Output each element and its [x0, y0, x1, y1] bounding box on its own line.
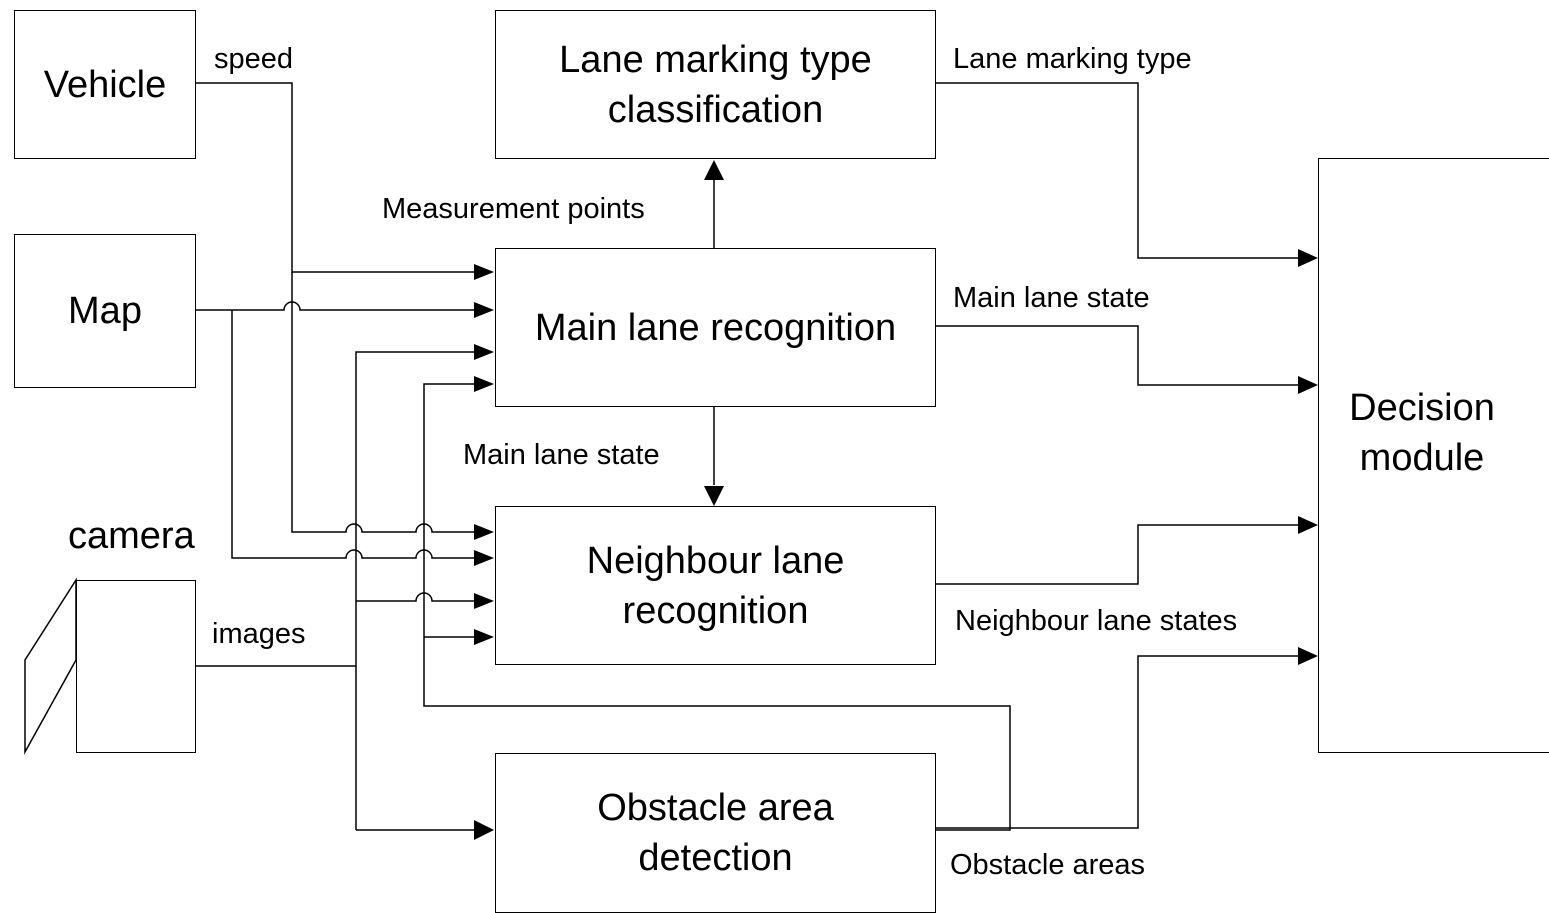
obstacle-area-detection-block: Obstacle area detection	[495, 753, 936, 913]
main-lane-recognition-label: Main lane recognition	[534, 306, 897, 349]
main-lane-state-out-label: Main lane state	[953, 282, 1150, 314]
arrowhead-decision-3	[1298, 516, 1318, 534]
images-to-neighbour	[356, 592, 474, 602]
arrowhead-speed-main	[474, 264, 494, 280]
main-lane-state-out-wire	[935, 325, 1298, 386]
arrowhead-images-main	[474, 344, 494, 360]
lane-marking-type-wire	[935, 82, 1298, 259]
lane-marking-classification-block: Lane marking type classification	[495, 10, 936, 159]
lane-marking-classification-label: Lane marking type classification	[559, 38, 872, 131]
decision-module-block: Decision module	[1318, 158, 1549, 753]
arrowhead-images-neighbour	[474, 593, 494, 609]
obstacle-areas-label: Obstacle areas	[950, 849, 1146, 881]
main-lane-state-down-label: Main lane state	[463, 439, 660, 471]
speed-wire-to-neighbour	[291, 272, 474, 533]
main-lane-recognition-block: Main lane recognition	[495, 248, 936, 407]
arrowhead-images-obstacle	[474, 820, 494, 840]
arrowhead-obstacle-main	[474, 376, 494, 392]
measurement-points-label: Measurement points	[382, 193, 645, 225]
vehicle-label: Vehicle	[43, 63, 167, 106]
camera-label: camera	[68, 515, 195, 557]
arrowhead-measurement-up	[704, 160, 724, 180]
arrowhead-map-neighbour	[474, 550, 494, 566]
neighbour-lane-recognition-block: Neighbour lane recognition	[495, 506, 936, 665]
camera-block	[76, 580, 196, 753]
neighbour-lane-states-label: Neighbour lane states	[955, 605, 1238, 637]
obstacle-areas-wire	[935, 655, 1298, 829]
camera-lens-shape	[24, 577, 77, 755]
obstacle-area-detection-label: Obstacle area detection	[597, 787, 834, 879]
arrowhead-map-main	[474, 302, 494, 318]
speed-wire	[195, 82, 474, 273]
map-wire-to-neighbour	[231, 310, 474, 559]
arrowhead-decision-2	[1298, 376, 1318, 394]
map-label: Map	[68, 290, 142, 332]
arrowhead-obstacle-neighbour	[474, 629, 494, 645]
neighbour-lane-recognition-label: Neighbour lane recognition	[586, 539, 845, 632]
map-wire	[195, 301, 474, 311]
obstacle-feedback-wire	[423, 383, 1011, 831]
neighbour-lane-states-wire	[935, 524, 1298, 585]
images-bus	[355, 351, 474, 830]
images-signal-label: images	[212, 618, 306, 650]
map-block: Map	[14, 234, 196, 388]
speed-signal-label: speed	[214, 43, 294, 75]
arrowhead-decision-1	[1298, 249, 1318, 267]
arrowhead-decision-4	[1298, 647, 1318, 665]
arrowhead-speed-neighbour	[474, 524, 494, 540]
vehicle-block: Vehicle	[14, 10, 196, 159]
arrowhead-main-down	[704, 486, 724, 506]
decision-module-label: Decision module	[1349, 387, 1495, 479]
lane-marking-type-label: Lane marking type	[953, 43, 1192, 75]
